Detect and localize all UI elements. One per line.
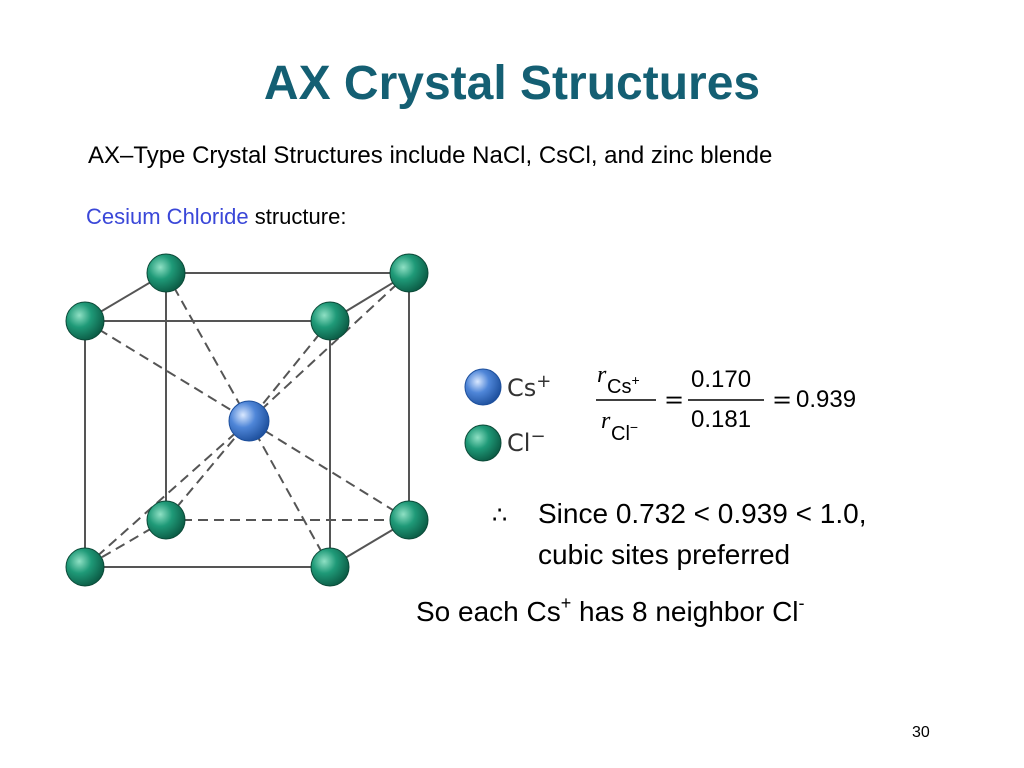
cl-ion-front-top-left (65, 301, 105, 341)
chloride-ions (146, 253, 429, 540)
legend-cl-ion-icon (464, 424, 502, 462)
conclusion-text-1: Since 0.732 < 0.939 < 1.0, (538, 498, 867, 529)
diag-front-bottom-right (248, 420, 331, 568)
diagonal-lines (84, 272, 410, 568)
cl-ion-back-bottom-right (389, 500, 429, 540)
neighbor-statement: So each Cs+ has 8 neighbor Cl- (416, 594, 805, 630)
conclusion-block: ∴ Since 0.732 < 0.939 < 1.0, cubic sites … (492, 494, 866, 575)
cl-ion-back-top-left (146, 253, 186, 293)
structure-name: Cesium Chloride (86, 204, 249, 229)
cl-ion-front-bottom-right (310, 547, 350, 587)
diag-back-top-left (165, 272, 250, 422)
cl-ion-front-top-right (310, 301, 350, 341)
denominator-subscript: Cl− (611, 419, 638, 445)
therefore-symbol: ∴ (492, 501, 508, 529)
denominator-value: 0.181 (691, 406, 751, 433)
numerator-r: r (597, 362, 607, 388)
numerator-value: 0.170 (691, 366, 751, 393)
structure-label: Cesium Chloride structure: (86, 202, 346, 232)
diag-front-bottom-left (84, 420, 250, 568)
ratio-result: 0.939 (796, 386, 856, 413)
conclusion-line-1: ∴ Since 0.732 < 0.939 < 1.0, (492, 494, 866, 535)
diag-back-top-right (248, 272, 410, 422)
radius-ratio-formula: r Cs+ r Cl− = 0.170 0.181 = 0.939 (596, 362, 856, 445)
cs-ion-center (228, 400, 270, 442)
chloride-ions-front (65, 301, 350, 587)
ion-legend: Cs+ Cl− (464, 368, 551, 462)
slide-title: AX Crystal Structures (263, 57, 761, 110)
cl-ion-front-bottom-left (65, 547, 105, 587)
equals-sign-1: = (664, 386, 684, 414)
page-number: 30 (912, 724, 930, 741)
conclusion-line-2: cubic sites preferred (538, 539, 791, 570)
subtitle: AX–Type Crystal Structures include NaCl,… (88, 142, 773, 169)
legend-cs-label: Cs+ (507, 371, 551, 402)
cscl-unit-cell-diagram (65, 253, 429, 587)
denominator-r: r (601, 408, 611, 434)
cs-charge: + (560, 593, 572, 613)
diag-front-top-right (248, 320, 331, 422)
legend-cs-ion-icon (464, 368, 502, 406)
structure-suffix: structure: (248, 204, 347, 229)
cl-ion-back-bottom-left (146, 500, 186, 540)
numerator-subscript: Cs+ (607, 372, 640, 398)
legend-cl-label: Cl− (507, 426, 546, 457)
neighbor-text-2: has 8 neighbor Cl (571, 596, 799, 627)
cl-ion-back-top-right (389, 253, 429, 293)
cl-charge: - (798, 593, 805, 613)
diag-back-bottom-left (165, 420, 250, 521)
neighbor-text-1: So each Cs (416, 596, 561, 627)
equals-sign-2: = (772, 386, 792, 414)
